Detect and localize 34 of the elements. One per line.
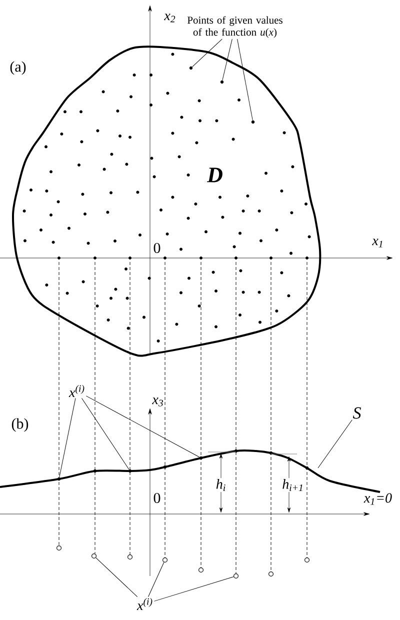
domain-label: D — [206, 168, 222, 182]
height-label: h$_{i}$ — [214, 478, 228, 492]
axis-label: x$_{3}$ — [152, 398, 163, 406]
leader-line — [222, 38, 232, 80]
annotation-text: Points of given values of the function u(x) — [187, 16, 282, 38]
leader-line — [96, 557, 138, 598]
curve-label: S — [352, 407, 361, 419]
data-point — [251, 120, 255, 124]
leader-line — [59, 398, 76, 478]
data-point — [189, 66, 193, 70]
point-label: x$^{(i)}$ — [68, 384, 84, 398]
data-point — [57, 477, 61, 481]
panel-label: (b) — [12, 418, 28, 432]
origin-label: 0 — [154, 492, 160, 504]
data-point — [220, 80, 224, 84]
data-point — [128, 469, 132, 473]
leader-line — [82, 398, 130, 470]
leader-line — [86, 396, 200, 458]
projected-point — [162, 558, 168, 562]
origin-label: 0 — [154, 242, 160, 254]
leader-line — [237, 38, 253, 120]
projected-point — [92, 554, 96, 558]
height-label: h$_{i+1}$ — [281, 478, 305, 492]
leader-line — [148, 562, 164, 598]
panel-label: (a) — [10, 61, 26, 75]
leader-line — [318, 420, 352, 468]
axis-label: x$_{2}$ — [164, 14, 176, 22]
projected-point — [234, 574, 238, 578]
axis-label: x$_{1}$ — [372, 238, 382, 248]
data-point — [199, 456, 203, 460]
point-label: x$^{(i)}$ — [136, 598, 152, 610]
leader-line — [192, 38, 222, 68]
leader-line — [154, 576, 234, 602]
axis-label: x$_{1}$=0 — [364, 493, 392, 505]
